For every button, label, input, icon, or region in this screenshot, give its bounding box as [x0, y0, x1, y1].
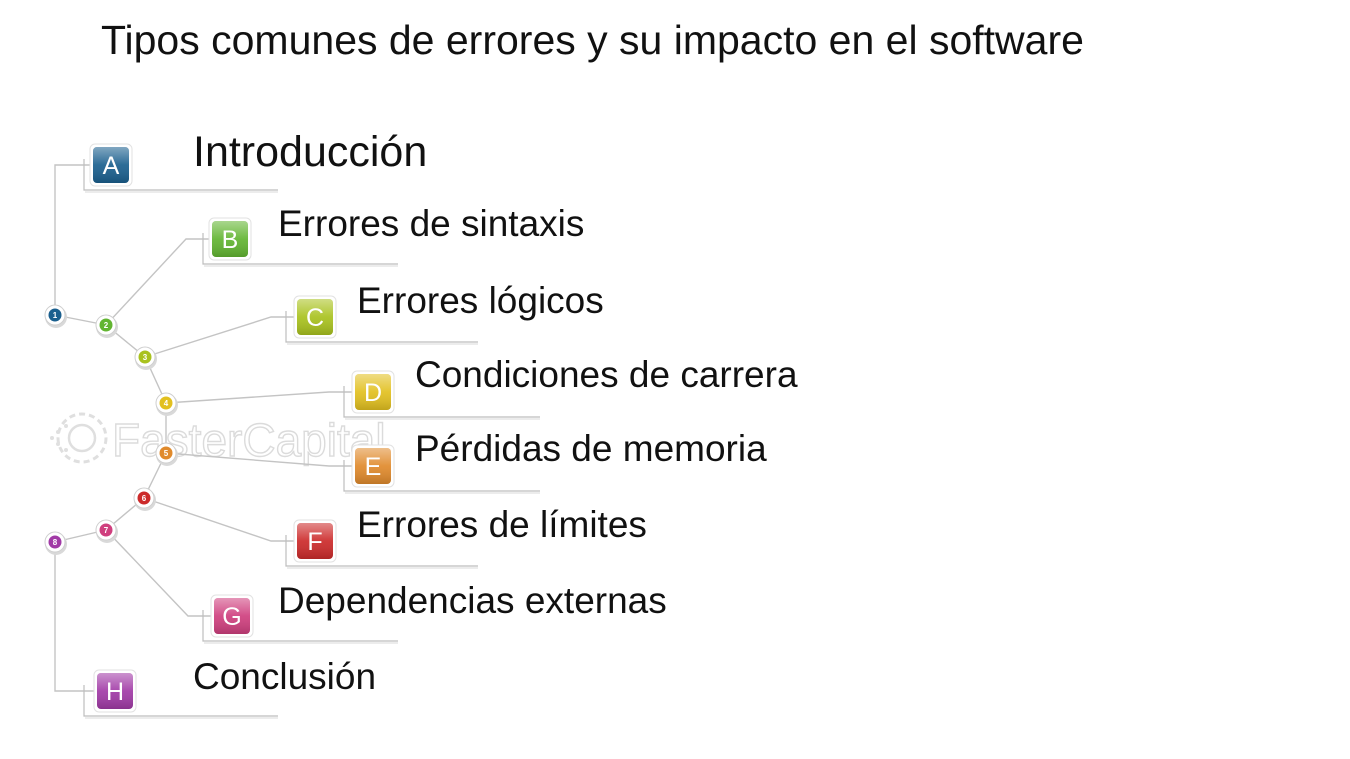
roadmap-item: G Dependencias externas	[202, 580, 667, 644]
timeline-node: 6	[133, 487, 156, 511]
item-underline	[83, 159, 278, 191]
item-label: Pérdidas de memoria	[415, 428, 767, 469]
badge-letter: B	[222, 226, 239, 254]
roadmap-item: E Pérdidas de memoria	[343, 428, 767, 494]
badge-letter: H	[106, 678, 124, 706]
timeline-node: 1	[44, 304, 67, 328]
item-underline	[285, 311, 478, 343]
item-label: Errores de sintaxis	[278, 203, 584, 244]
roadmap-item: A Introducción	[83, 128, 427, 193]
item-underline	[285, 535, 478, 567]
badge-letter: A	[103, 152, 120, 180]
roadmap-item: D Condiciones de carrera	[343, 354, 798, 420]
roadmap-item: B Errores de sintaxis	[202, 203, 584, 267]
node-number: 2	[104, 321, 109, 330]
item-badge: B	[208, 217, 252, 261]
item-underline	[343, 460, 540, 492]
roadmap-item: C Errores lógicos	[285, 280, 604, 345]
node-number: 3	[143, 353, 148, 362]
item-label: Dependencias externas	[278, 580, 667, 621]
item-badge: F	[293, 519, 337, 563]
node-number: 6	[142, 494, 147, 503]
node-number: 1	[53, 311, 58, 320]
node-number: 4	[164, 399, 169, 408]
badge-letter: F	[307, 528, 322, 556]
branch-connector	[143, 497, 295, 542]
roadmap-item: H Conclusión	[83, 656, 376, 719]
timeline-node: 5	[155, 442, 178, 466]
branch-connector	[54, 164, 91, 315]
badge-letter: D	[364, 379, 382, 407]
item-underline	[202, 233, 398, 265]
timeline-node: 2	[95, 314, 118, 338]
timeline-node: 8	[44, 531, 67, 555]
branch-connector	[165, 452, 353, 467]
node-number: 8	[53, 538, 58, 547]
item-badge: G	[210, 594, 254, 638]
item-badge: D	[351, 370, 395, 414]
timeline-nodes: 1 2 3 4 5 6 7 8	[44, 304, 178, 555]
item-label: Errores lógicos	[357, 280, 604, 321]
timeline-node: 4	[155, 392, 178, 416]
roadmap-item: F Errores de límites	[285, 504, 647, 569]
item-badge: A	[89, 143, 133, 187]
branch-connector	[105, 529, 212, 617]
badge-letter: E	[365, 453, 382, 481]
item-underline	[83, 685, 278, 717]
timeline-node: 7	[95, 519, 118, 543]
item-badge: H	[93, 669, 137, 713]
page-title: Tipos comunes de errores y su impacto en…	[101, 17, 1084, 63]
branch-connector	[165, 391, 353, 404]
timeline-node: 3	[134, 346, 157, 370]
item-label: Condiciones de carrera	[415, 354, 798, 395]
item-badge: E	[351, 444, 395, 488]
item-underline	[202, 610, 398, 642]
badge-letter: G	[222, 603, 241, 631]
item-underline	[343, 386, 540, 418]
gear-icon	[50, 412, 108, 464]
badge-letter: C	[306, 304, 324, 332]
node-number: 7	[104, 526, 109, 535]
branch-connector	[54, 542, 95, 692]
item-label: Introducción	[193, 128, 427, 176]
branch-connector	[105, 238, 210, 326]
item-badge: C	[293, 295, 337, 339]
watermark-text: FasterCapital	[112, 414, 386, 466]
item-label: Errores de límites	[357, 504, 647, 545]
node-number: 5	[164, 449, 169, 458]
branch-connector	[144, 316, 295, 358]
watermark: FasterCapital	[50, 412, 386, 467]
item-label: Conclusión	[193, 656, 376, 697]
